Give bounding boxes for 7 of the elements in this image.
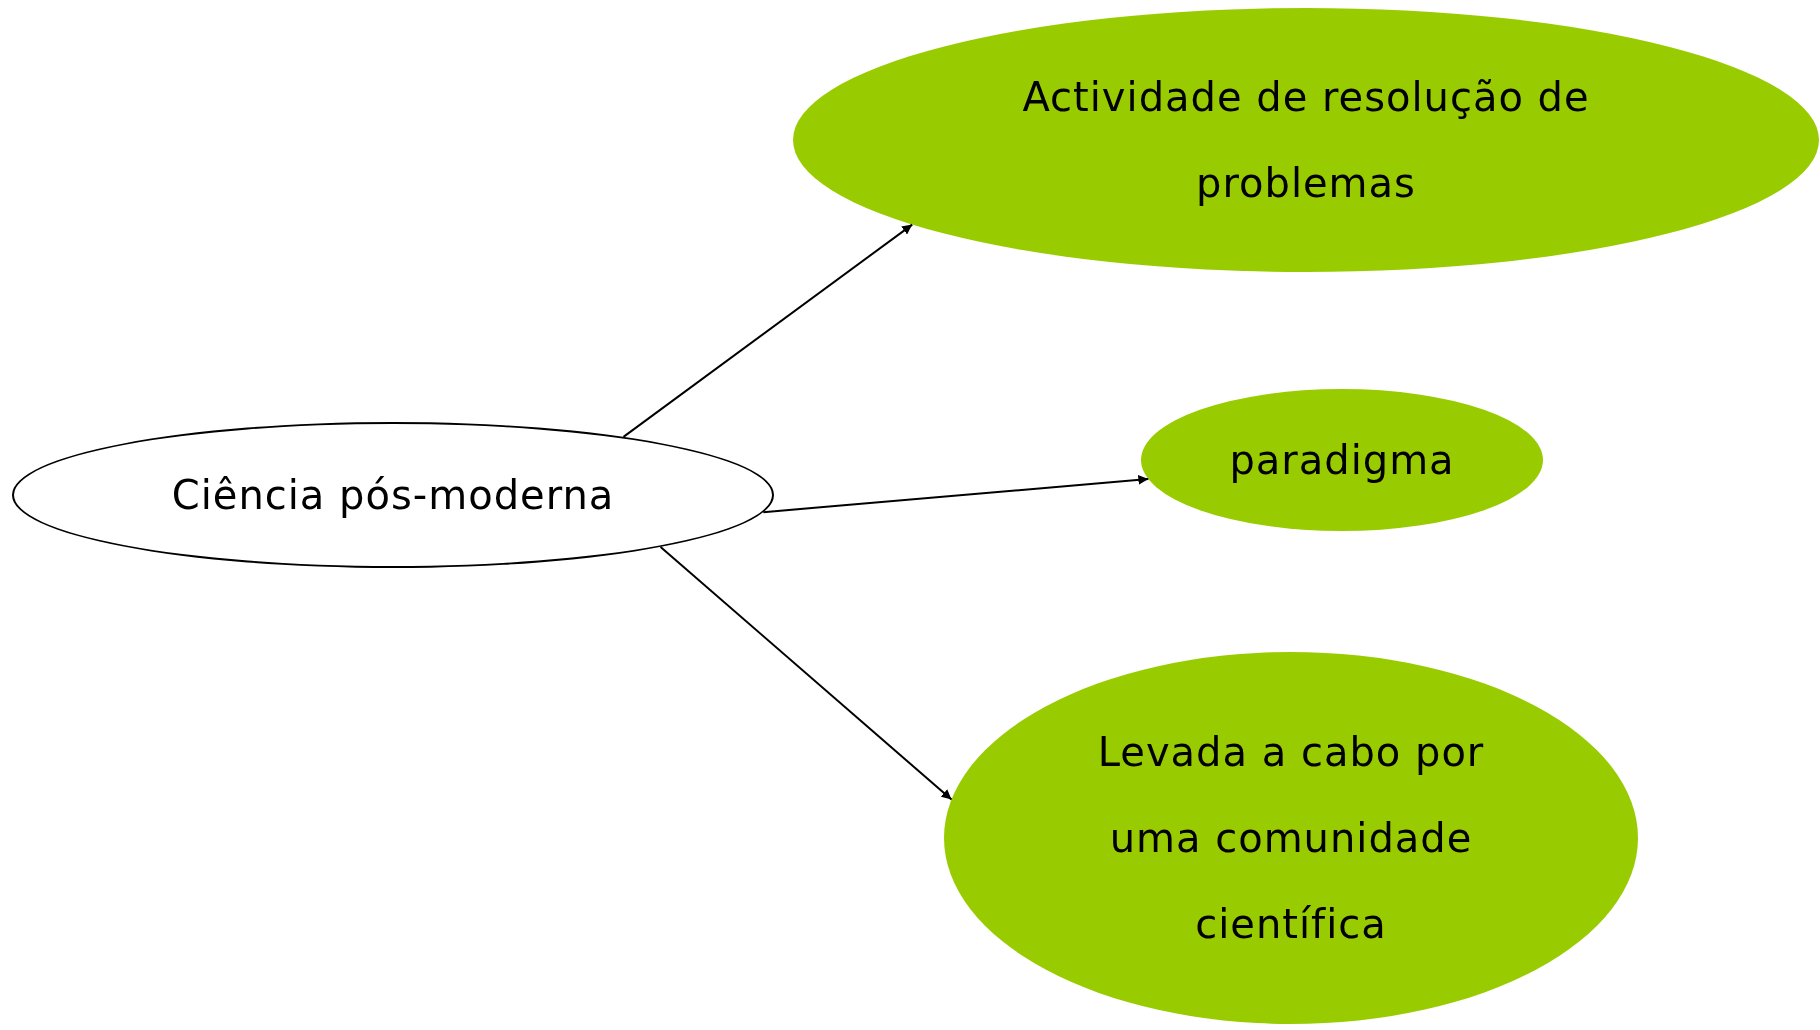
- node-label: Levada a cabo por uma comunidade científica: [1096, 728, 1486, 949]
- node-label: Actividade de resolução de problemas: [1021, 73, 1591, 208]
- arrow: [659, 545, 953, 801]
- node-label: Ciência pós-moderna: [171, 471, 615, 520]
- arrow: [622, 223, 914, 438]
- node-label: paradigma: [1229, 436, 1455, 485]
- arrow: [762, 474, 1150, 514]
